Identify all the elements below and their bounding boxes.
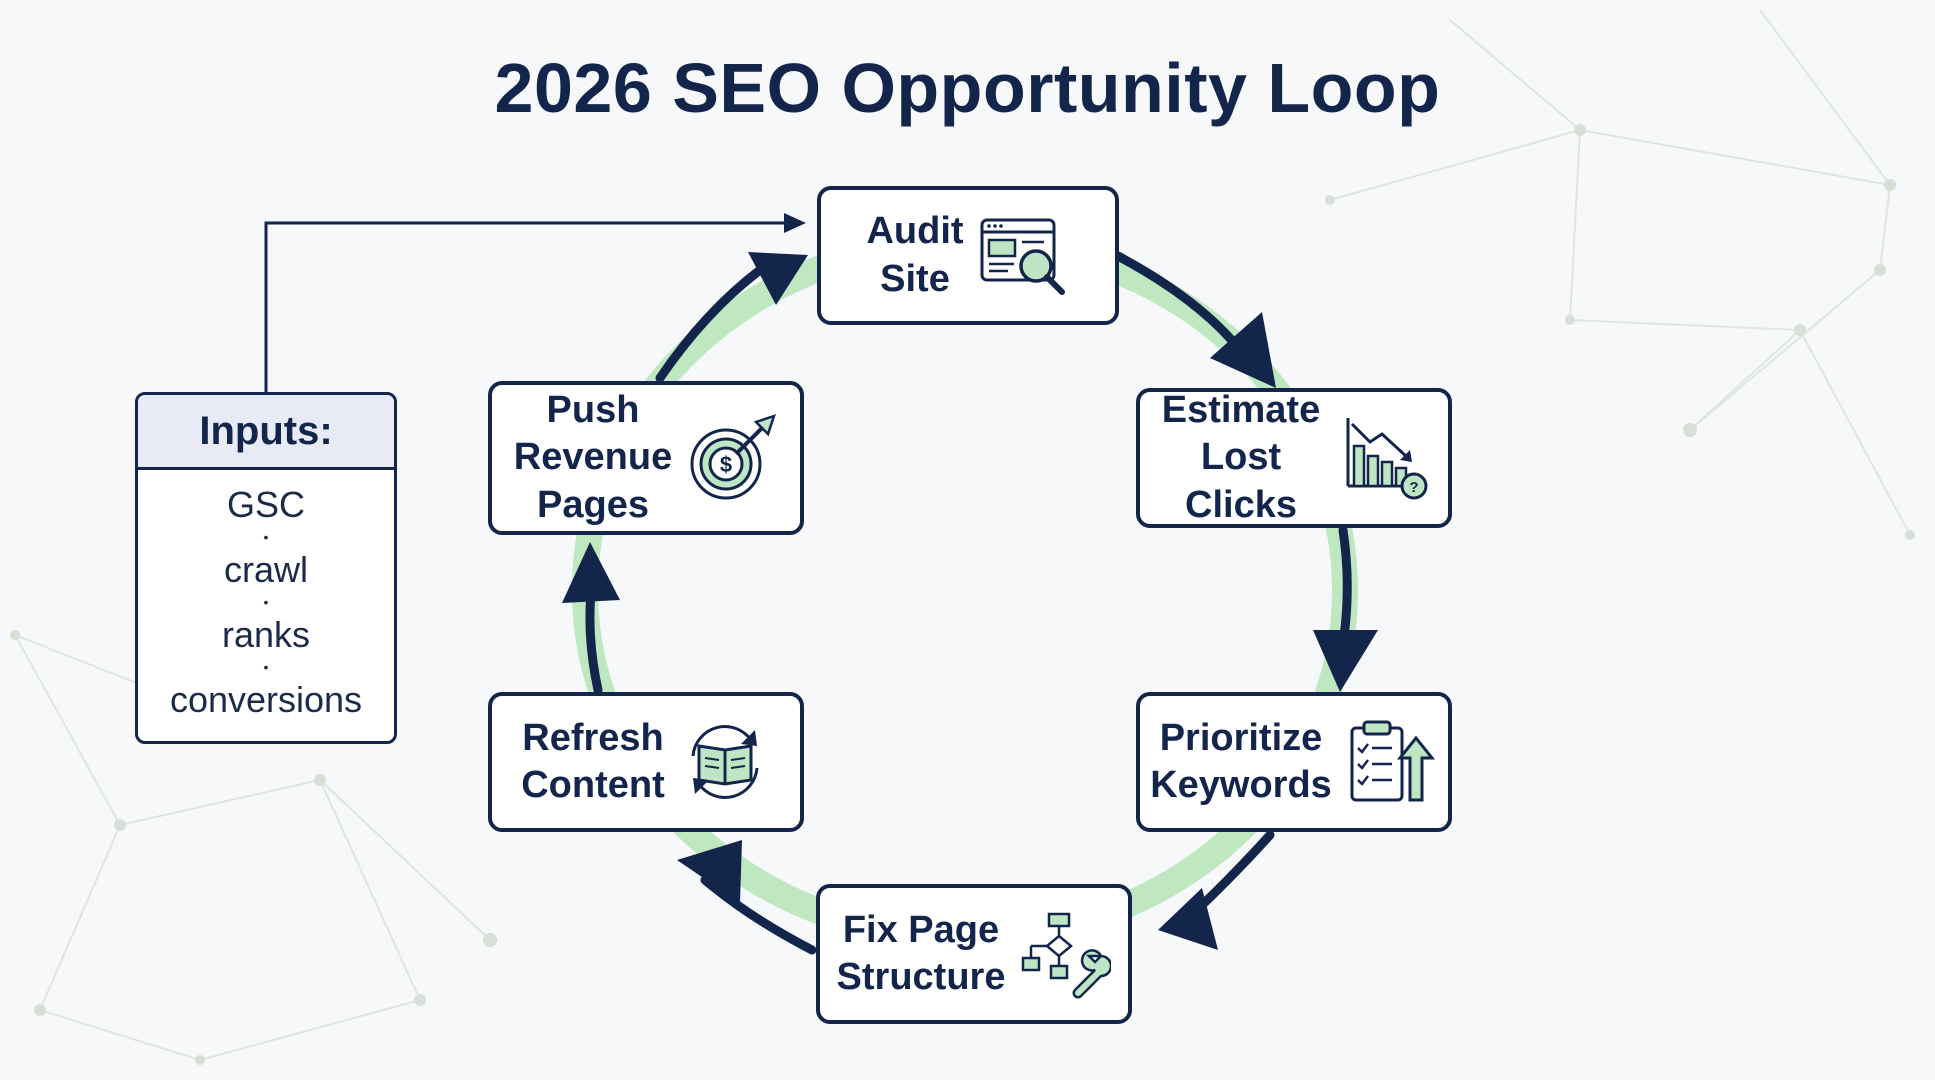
inputs-connector-line: [264, 221, 788, 392]
arrowhead-2: [1313, 630, 1378, 692]
inputs-connector-arrowhead: [784, 213, 806, 233]
arrow-audit-to-estimate: [1113, 251, 1245, 355]
dollar-target-icon: $: [690, 414, 777, 500]
bullet-separator: •: [263, 594, 269, 610]
input-item-crawl: crawl: [223, 549, 308, 590]
inputs-heading: Inputs:: [138, 395, 394, 470]
input-item-ranks: ranks: [221, 614, 311, 655]
book-refresh-icon: [691, 725, 759, 799]
arrow-push-to-audit: [655, 265, 765, 383]
svg-text:$: $: [720, 452, 732, 477]
svg-text:?: ?: [1409, 479, 1418, 496]
declining-bar-chart-icon: ?: [1346, 418, 1428, 500]
arrowhead-3: [1158, 888, 1218, 950]
arrow-fix-to-refresh: [700, 875, 817, 955]
inputs-box: Inputs: GSC • crawl • ranks • conversion…: [135, 392, 397, 744]
audit-magnifier-icon: [980, 218, 1065, 295]
input-item-gsc: GSC: [226, 484, 305, 525]
sitemap-wrench-icon: [1022, 912, 1112, 999]
page-title: 2026 SEO Opportunity Loop: [494, 49, 1441, 127]
arrowhead-4: [677, 840, 742, 903]
arrowhead-6: [748, 252, 808, 305]
input-item-conversions: conversions: [169, 679, 363, 720]
bullet-separator: •: [263, 659, 269, 675]
checklist-clipboard-icon: [1350, 720, 1435, 802]
arrowhead-5: [562, 542, 620, 603]
arrowhead-1: [1210, 312, 1276, 388]
bullet-separator: •: [263, 529, 269, 545]
inputs-list: GSC • crawl • ranks • conversions: [138, 470, 394, 722]
